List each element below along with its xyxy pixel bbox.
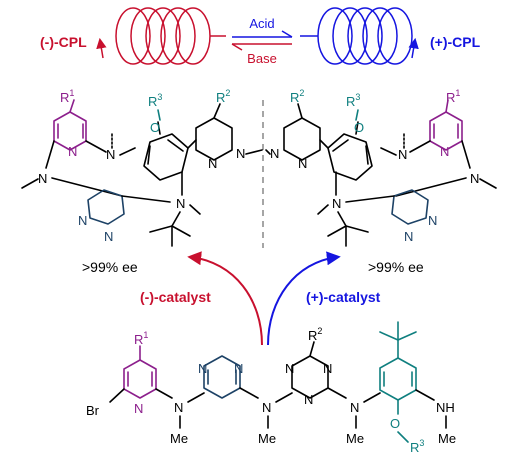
right-n-b: N [470, 171, 479, 186]
left-triazine-n2: N [236, 146, 245, 161]
right-pyridine-n: N [440, 144, 449, 159]
right-enantiomer: R1 N N N O R3 R2 N N N N [265, 88, 497, 275]
base-label: Base [247, 51, 277, 66]
right-o: O [354, 120, 364, 135]
left-triazine-n1: N [208, 156, 217, 171]
precursor-me4: Me [438, 431, 456, 446]
left-enantiomer: R1 N N N O R3 R2 N N N N [21, 88, 263, 275]
plus-cpl-label: (+)-CPL [430, 34, 481, 50]
precursor-n3: N [350, 400, 359, 415]
equilibrium-arrows [231, 30, 293, 51]
precursor-pyridine-n: N [134, 401, 143, 416]
precursor-me3: Me [346, 431, 364, 446]
left-pym-n2: N [104, 229, 113, 244]
right-n-c: N [332, 196, 341, 211]
right-pym-n1: N [428, 213, 437, 228]
precursor-molecule: R1 N Br N Me N N N Me R2 N N N N Me [86, 321, 456, 455]
precursor-triazine-n2: N [323, 361, 332, 376]
precursor-triazine-n3: N [304, 392, 313, 407]
precursor-me1: Me [170, 431, 188, 446]
plus-catalyst-label: (+)-catalyst [306, 289, 381, 305]
precursor-triazine-n1: N [285, 361, 294, 376]
right-triazine-n1: N [298, 156, 307, 171]
left-r2: R2 [216, 88, 230, 105]
precursor-nh: NH [436, 400, 455, 415]
precursor-n2: N [262, 400, 271, 415]
minus-catalyst-label: (-)-catalyst [140, 289, 211, 305]
plus-catalyst-arrow [267, 251, 341, 346]
right-r3: R3 [346, 92, 360, 109]
precursor-br: Br [86, 403, 100, 418]
left-n-b: N [38, 171, 47, 186]
precursor-r1: R1 [134, 330, 148, 347]
left-o: O [150, 120, 160, 135]
precursor-o: O [390, 416, 400, 431]
left-n-c: N [176, 196, 185, 211]
left-ee-label: >99% ee [82, 259, 138, 275]
left-r3: R3 [148, 92, 162, 109]
acid-label: Acid [249, 16, 274, 31]
precursor-pym-n2: N [234, 361, 243, 376]
left-helix [115, 7, 226, 65]
precursor-n1: N [174, 400, 183, 415]
left-pyridine-n: N [68, 144, 77, 159]
precursor-r3: R3 [410, 438, 424, 455]
left-n-a: N [106, 147, 115, 162]
precursor-pym-n1: N [198, 361, 207, 376]
precursor-r2: R2 [308, 326, 322, 343]
right-n-a: N [398, 147, 407, 162]
plus-cpl-arrow-icon [408, 37, 419, 59]
minus-catalyst-arrow [187, 251, 263, 346]
left-r1: R1 [60, 88, 74, 105]
right-helix [300, 7, 413, 65]
right-r1: R1 [446, 88, 460, 105]
left-pym-n1: N [78, 213, 87, 228]
right-ee-label: >99% ee [368, 259, 424, 275]
minus-cpl-arrow-icon [96, 37, 107, 59]
right-triazine-n2: N [270, 146, 279, 161]
right-r2: R2 [290, 88, 304, 105]
minus-cpl-label: (-)-CPL [40, 34, 87, 50]
precursor-me2: Me [258, 431, 276, 446]
right-pym-n2: N [404, 229, 413, 244]
